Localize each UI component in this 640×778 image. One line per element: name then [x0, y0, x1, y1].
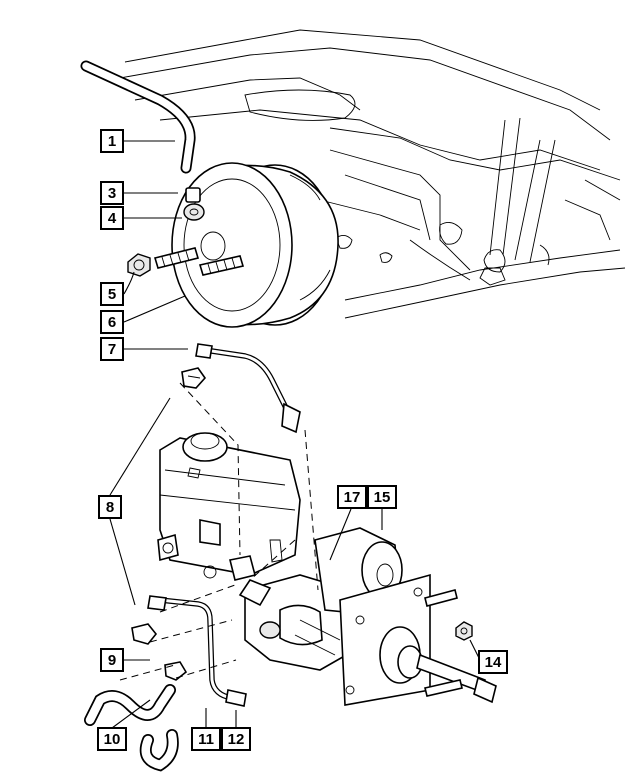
callout-15: 15	[367, 485, 397, 509]
callout-10: 10	[97, 727, 127, 751]
assembly-guides	[119, 382, 319, 681]
callout-14: 14	[478, 650, 508, 674]
brake-booster	[171, 162, 339, 328]
hydroboost-unit	[238, 527, 497, 706]
return-hose	[84, 684, 179, 772]
callout-1: 1	[100, 129, 124, 153]
master-cylinder	[157, 432, 301, 581]
callout-8: 8	[98, 495, 122, 519]
callout-7: 7	[100, 337, 124, 361]
callout-3: 3	[100, 181, 124, 205]
booster-studs	[153, 247, 245, 276]
callout-11: 11	[191, 727, 221, 751]
mounting-studs	[424, 589, 473, 697]
line-clips	[131, 367, 207, 681]
brake-lines	[147, 343, 301, 707]
callout-9: 9	[100, 648, 124, 672]
callout-17: 17	[337, 485, 367, 509]
callout-12: 12	[221, 727, 251, 751]
callout-4: 4	[100, 206, 124, 230]
vehicle-firewall	[119, 29, 626, 319]
callout-5: 5	[100, 282, 124, 306]
callout-6: 6	[100, 310, 124, 334]
check-valve	[183, 187, 205, 221]
booster-nut	[127, 253, 151, 277]
